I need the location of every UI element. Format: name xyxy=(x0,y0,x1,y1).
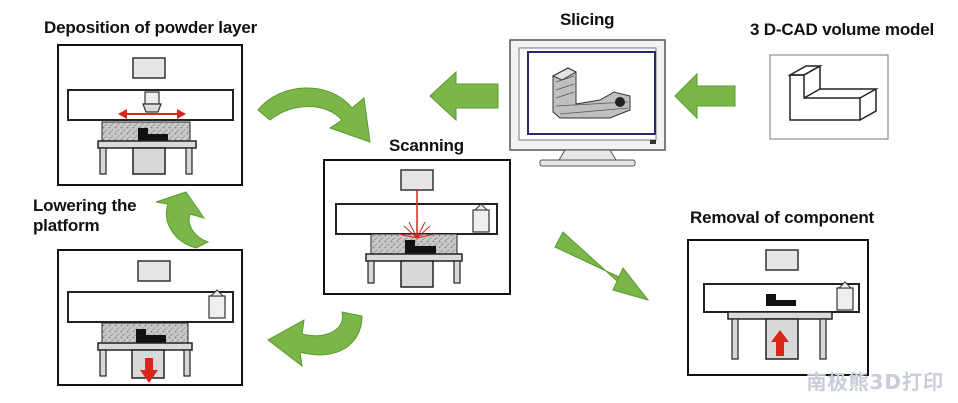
label-removal: Removal of component xyxy=(690,208,874,227)
up-arrow-icon xyxy=(771,330,789,356)
sliced-model-icon xyxy=(551,67,631,119)
removal-machine xyxy=(687,239,869,376)
scanning-machine xyxy=(323,159,511,295)
arrow-deposition-to-scanning xyxy=(257,87,371,143)
spread-arrow-icon xyxy=(118,109,186,119)
computer-monitor xyxy=(509,39,666,167)
laser-beam-icon xyxy=(398,190,436,239)
arrow-cad-to-slicing xyxy=(674,72,736,120)
label-cad: 3 D-CAD volume model xyxy=(750,20,934,39)
label-lowering: Lowering the platform xyxy=(33,196,137,235)
watermark: 南极熊3D打印 xyxy=(806,370,944,394)
cad-model xyxy=(769,54,889,140)
deposition-machine xyxy=(57,44,243,186)
arrow-lowering-to-deposition xyxy=(155,191,210,249)
lowering-machine xyxy=(57,249,243,386)
label-deposition: Deposition of powder layer xyxy=(44,18,257,37)
arrow-slicing-to-deposition xyxy=(429,70,499,122)
label-slicing: Slicing xyxy=(560,10,615,29)
l-shape-model-icon xyxy=(787,64,879,121)
arrow-scanning-to-removal xyxy=(554,231,650,301)
arrow-scanning-to-lowering xyxy=(267,311,363,368)
label-scanning: Scanning xyxy=(389,136,464,155)
down-arrow-icon xyxy=(140,358,158,383)
recoater-icon xyxy=(142,91,162,113)
